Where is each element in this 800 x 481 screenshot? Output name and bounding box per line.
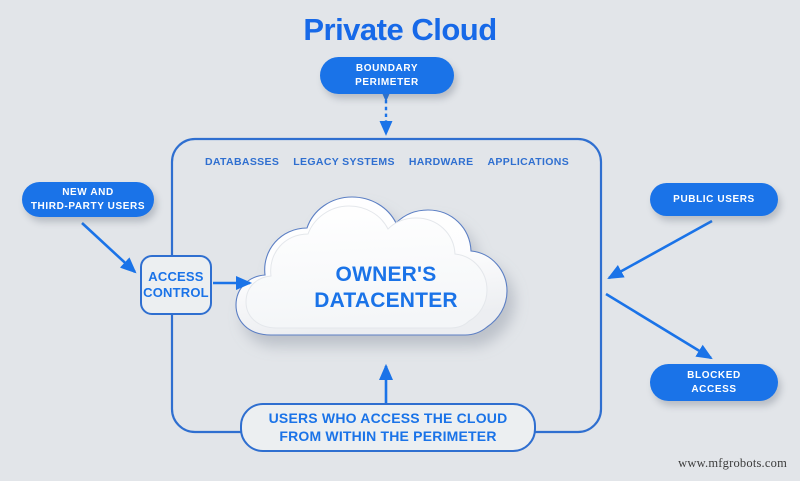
node-owners-datacenter-line2: DATACENTER [314, 288, 458, 312]
node-public-users[interactable]: PUBLIC USERS [650, 183, 778, 216]
node-new-third-party-users-line1: NEW AND [62, 187, 114, 198]
node-access-control[interactable]: ACCESS CONTROL [140, 255, 212, 315]
watermark: www.mfgrobots.com [678, 456, 787, 470]
node-internal-users[interactable]: USERS WHO ACCESS THE CLOUD FROM WITHIN T… [240, 403, 536, 452]
node-new-third-party-users[interactable]: NEW AND THIRD-PARTY USERS [22, 182, 154, 217]
node-boundary-perimeter-line2: PERIMETER [355, 76, 419, 88]
node-internal-users-line2: FROM WITHIN THE PERIMETER [279, 427, 497, 444]
node-blocked-access-line2: ACCESS [691, 383, 737, 395]
perimeter-tag-hardware: HARDWARE [408, 156, 474, 168]
perimeter-tag-legacy-systems: LEGACY SYSTEMS [293, 156, 395, 168]
node-blocked-access-line1: BLOCKED [687, 370, 741, 381]
node-owners-datacenter-label: OWNER'S DATACENTER [255, 262, 517, 313]
node-new-third-party-users-line2: THIRD-PARTY USERS [30, 200, 146, 212]
node-public-users-label: PUBLIC USERS [673, 193, 755, 205]
connector-newusers-to-access [81, 222, 137, 274]
perimeter-tag-row: DATABASSES LEGACY SYSTEMS HARDWARE APPLI… [172, 156, 602, 168]
node-boundary-perimeter-line1: BOUNDARY [355, 63, 419, 74]
node-internal-users-line1: USERS WHO ACCESS THE CLOUD [268, 410, 508, 426]
node-access-control-line1: ACCESS [148, 268, 204, 284]
perimeter-tag-databasses: DATABASSES [204, 156, 280, 168]
page-title: Private Cloud [303, 12, 497, 47]
cloud-inner-highlight [245, 205, 488, 329]
perimeter-tag-applications: APPLICATIONS [487, 156, 570, 168]
node-boundary-perimeter[interactable]: BOUNDARY PERIMETER [320, 57, 454, 94]
node-owners-datacenter-line1: OWNER'S [335, 263, 437, 286]
node-access-control-line2: CONTROL [143, 285, 209, 300]
connector-public-to-boundary [607, 219, 713, 280]
connector-boundary-to-blocked [605, 292, 713, 360]
node-blocked-access[interactable]: BLOCKED ACCESS [650, 364, 778, 401]
